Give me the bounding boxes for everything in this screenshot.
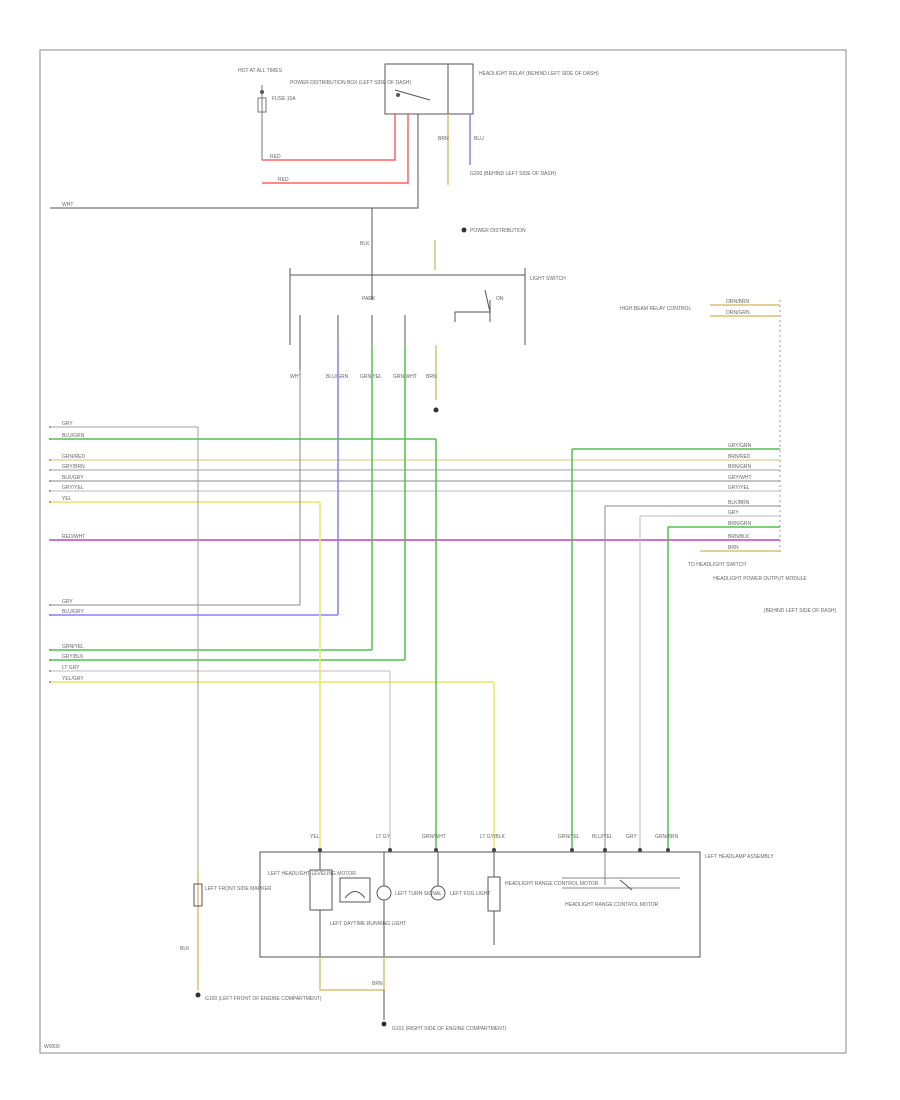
- left-row-label: GRY/BLK: [62, 654, 84, 660]
- ground-symbol-left: [195, 992, 201, 998]
- bottom-pins: [318, 848, 670, 852]
- power-distribution-box-label: POWER DISTRIBUTION BOX (LEFT SIDE OF DAS…: [290, 80, 411, 86]
- right-row-label: GRY/GRN: [728, 443, 752, 449]
- headlight-relay: [384, 63, 474, 115]
- bottom-wire-label: LT GY/BLK: [480, 834, 505, 840]
- light-switch: [289, 268, 526, 345]
- wire-label-red: RED: [270, 154, 281, 160]
- left-row-label: RED/WHT: [62, 534, 85, 540]
- bottom-wire-label: GRN/YEL: [558, 834, 580, 840]
- wire-red-1: [262, 114, 396, 161]
- switch-wire-label-5: BRN: [426, 374, 437, 380]
- right-row-label: BRN: [728, 545, 739, 551]
- wire-label-brn: BRN: [438, 136, 449, 142]
- fuse-label: FUSE 15A: [272, 96, 296, 102]
- diagram-frame: [39, 49, 847, 1054]
- switch-wire-label-1: WHT: [290, 374, 301, 380]
- ground-label: G200 (BEHIND LEFT SIDE OF DASH): [470, 171, 556, 177]
- hpom-title: HEADLIGHT POWER OUTPUT MODULE: [713, 576, 807, 582]
- left-ground-label: G100 (LEFT FRONT OF ENGINE COMPARTMENT): [205, 996, 322, 1002]
- bottom-wire-label: LT GY: [376, 834, 391, 840]
- bottom-wire-label: BLU/YEL: [592, 834, 613, 840]
- wire-label-wht: WHT: [62, 202, 73, 208]
- left-row-label: GRY/YEL: [62, 485, 84, 491]
- right-row-label: GRY/YEL: [728, 485, 750, 491]
- to-headlight-switch-label: TO HEADLIGHT SWITCH: [688, 562, 746, 568]
- right-row-labels: GRY/GRN BRN/RED BRN/GRN GRY/WHT GRY/YEL …: [728, 443, 752, 551]
- wire-red-2: [262, 114, 409, 184]
- right-row-label: BLK/BRN: [728, 500, 750, 506]
- left-row-label: BLU/GRN: [62, 433, 85, 439]
- fuse-symbol: [257, 85, 267, 160]
- left-connector: GRY BLU/GRN GRN/RED GRY/BRN BLK/GRY GRY/…: [49, 370, 780, 990]
- switch-ground-symbol: [433, 407, 439, 413]
- left-row-label: GRY: [62, 421, 73, 427]
- left-row-label: BLU/GRY: [62, 609, 85, 615]
- drl-lamp-label: LEFT DAYTIME RUNNING LIGHT: [330, 921, 406, 927]
- bottom-drops: [319, 439, 495, 850]
- left-row-label: YEL/GRY: [62, 676, 84, 682]
- wire-label-blk: BLK: [360, 241, 370, 247]
- hpom-sub: (BEHIND LEFT SIDE OF DASH): [764, 608, 837, 614]
- leveling-motor-label: LEFT HEADLIGHT LEVELING MOTOR: [268, 871, 356, 877]
- left-row-label: GRN/YEL: [62, 644, 84, 650]
- switch-on-label: ON: [496, 296, 504, 302]
- right-row-label: GRY/WHT: [728, 475, 752, 481]
- center-ground-wire-label: BRN: [372, 981, 383, 987]
- left-row-labels: GRY BLU/GRN GRN/RED GRY/BRN BLK/GRY GRY/…: [62, 421, 85, 682]
- left-pin-dots: [49, 426, 51, 683]
- power-distribution-label: POWER DISTRIBUTION: [470, 228, 526, 234]
- hb-wire-label-2: ORN/GRN: [726, 310, 750, 316]
- wire-wht-bus: [50, 114, 419, 209]
- right-row-label: BRN/GRN: [728, 521, 751, 527]
- ground-wire-center: [319, 957, 385, 991]
- left-row-label: GRN/RED: [62, 454, 85, 460]
- hb-relay-label: HIGH BEAM RELAY CONTROL: [620, 306, 691, 312]
- bottom-wire-label: GRN/WHT: [422, 834, 446, 840]
- range-switch: [562, 877, 680, 891]
- turn-signal-label: LEFT TURN SIGNAL: [395, 891, 442, 897]
- side-marker-label: LEFT FRONT SIDE MARKER: [205, 886, 272, 892]
- right-row-label: BRN/BLK: [728, 534, 750, 540]
- wire-label-blu: BLU: [474, 136, 484, 142]
- hb-wire-label-1: ORN/BRN: [726, 299, 749, 305]
- right-row-label: BRN/GRN: [728, 464, 751, 470]
- headlamp-assembly-label: LEFT HEADLAMP ASSEMBLY: [705, 854, 774, 860]
- right-row-label: BRN/RED: [728, 454, 751, 460]
- left-row-label: GRY: [62, 599, 73, 605]
- range-switch-label: HEADLIGHT RANGE CONTROL MOTOR: [565, 902, 659, 908]
- bottom-wire-label: GRY: [626, 834, 637, 840]
- right-connector: ORN/BRN ORN/GRN HIGH BEAM RELAY CONTROL …: [571, 299, 837, 885]
- wire-label-red-2: RED: [278, 177, 289, 183]
- right-row-label: GRY: [728, 510, 739, 516]
- turn-signal-bulb: [376, 885, 392, 901]
- left-ground-wire-label: BLK: [180, 946, 190, 952]
- range-motor-label: HEADLIGHT RANGE CONTROL MOTOR: [505, 881, 599, 887]
- left-row-label: GRY/BRN: [62, 464, 85, 470]
- switch-park-label: PARK: [362, 296, 376, 302]
- left-side-marker: [193, 870, 203, 990]
- power-section: HOT AT ALL TIMES FUSE 15A POWER DISTRIBU…: [50, 63, 599, 413]
- drl-lamp-symbol: [339, 877, 371, 903]
- bottom-grounds: BRN G101 (RIGHT SIDE OF ENGINE COMPARTME…: [180, 870, 507, 1032]
- fog-light-label: LEFT FOG LIGHT: [450, 891, 490, 897]
- headlight-relay-label: HEADLIGHT RELAY (BEHIND LEFT SIDE OF DAS…: [479, 71, 599, 77]
- switch-wire-label-3: GRN/YEL: [360, 374, 382, 380]
- left-row-label: LT GRY: [62, 665, 80, 671]
- hot-at-all-times-label: HOT AT ALL TIMES: [238, 68, 283, 74]
- bottom-wire-label: YEL: [310, 834, 320, 840]
- center-ground-label: G101 (RIGHT SIDE OF ENGINE COMPARTMENT): [392, 1026, 507, 1032]
- power-callout: [434, 227, 467, 270]
- bottom-wire-label: GRN/BRN: [655, 834, 678, 840]
- light-switch-label: LIGHT SWITCH: [530, 276, 566, 282]
- ground-symbol-center: [381, 1021, 387, 1027]
- headlamp-assembly: YEL LT GY GRN/WHT LT GY/BLK GRN/YEL BLU/…: [259, 834, 774, 958]
- leveling-motor-box: [309, 869, 333, 911]
- headlamp-assembly-box: [259, 851, 701, 958]
- footer-code: W0000: [44, 1044, 60, 1050]
- left-row-label: YEL: [62, 496, 72, 502]
- left-row-label: BLK/GRY: [62, 475, 84, 481]
